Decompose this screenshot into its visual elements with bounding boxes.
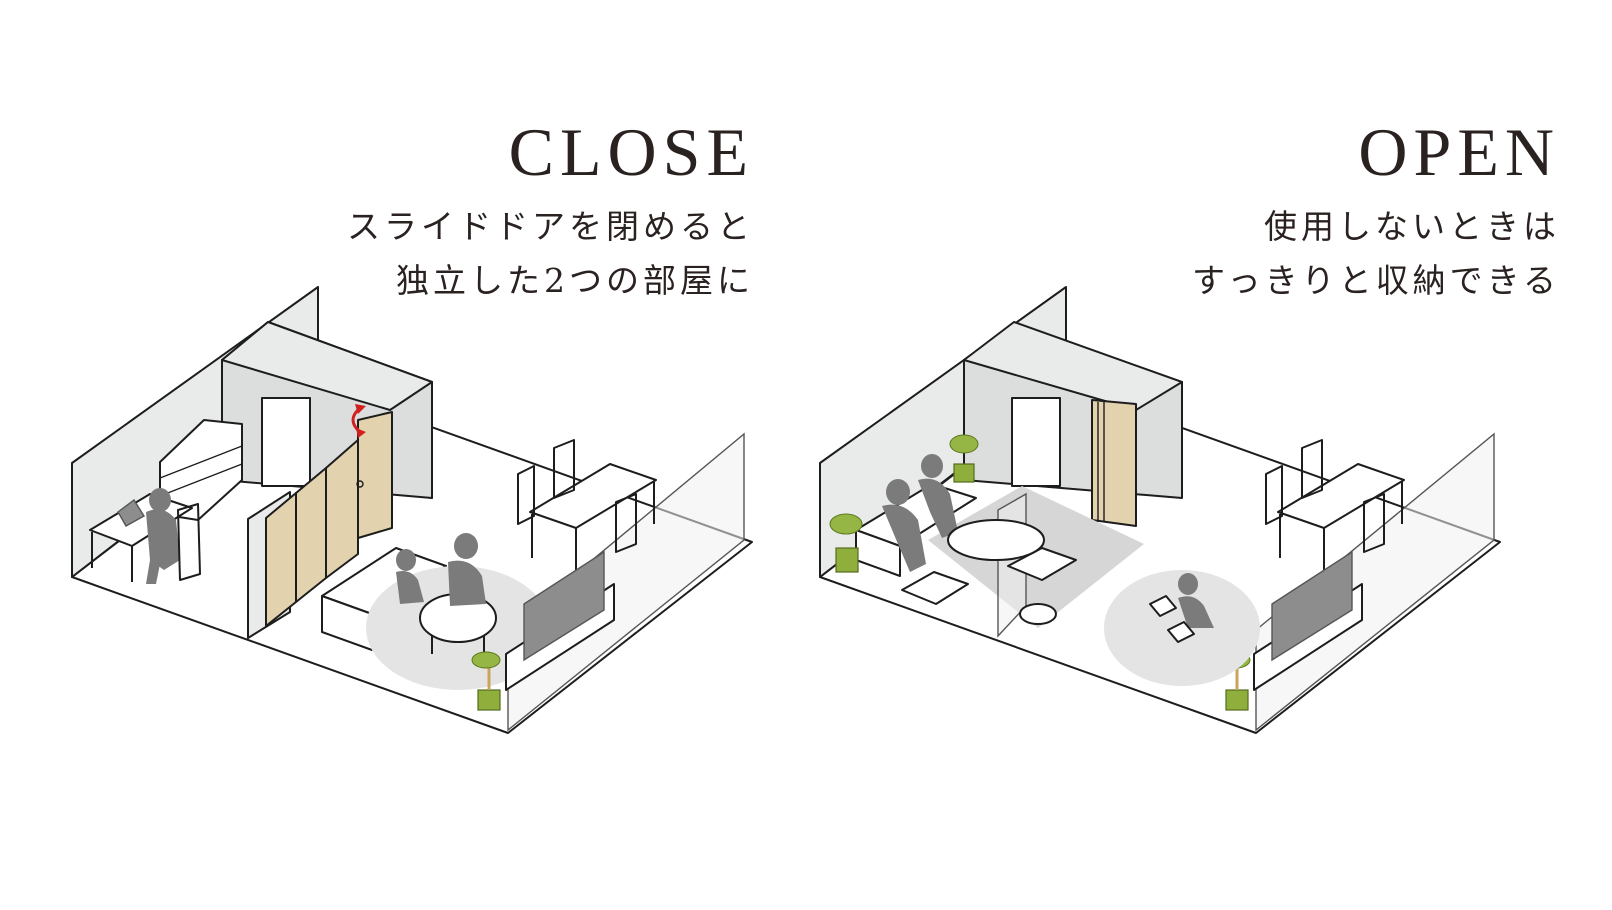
open-person-child	[1178, 573, 1198, 595]
close-inner-door	[261, 397, 311, 487]
close-person-adult	[454, 533, 478, 559]
close-inner-top	[221, 321, 433, 411]
close-room-illustration	[71, 286, 753, 734]
close-panel: CLOSE スライドドアを閉めると 独立した2つの部屋に	[71, 114, 754, 734]
close-caption: スライドドアを閉めると 独立した2つの部屋に	[347, 200, 754, 308]
close-dining-table	[529, 463, 657, 529]
open-coffee-table	[947, 519, 1045, 561]
close-arrowhead-bottom-icon	[356, 428, 366, 438]
open-plant-leaves-1	[829, 513, 863, 535]
close-sliding-door-3	[325, 439, 359, 579]
close-plant-pot	[477, 689, 501, 711]
open-glass-wall	[1255, 432, 1495, 732]
open-book-1	[1149, 595, 1177, 617]
open-caption-line-2: すっきりと収納できる	[1191, 261, 1560, 300]
open-plant-pot-1	[835, 547, 859, 573]
close-laptop	[117, 498, 145, 527]
close-arrowhead-top-icon	[355, 404, 366, 414]
open-person-2	[921, 454, 943, 478]
open-plant-pot-3	[1225, 689, 1249, 711]
close-caption-line-2: 独立した2つの部屋に	[396, 261, 754, 300]
open-chair-1	[1265, 465, 1283, 525]
open-person-1	[886, 479, 910, 505]
open-title: OPEN	[1358, 114, 1560, 190]
close-chair-2	[553, 439, 575, 499]
open-folded-door	[1091, 399, 1137, 527]
open-ottoman-1	[901, 571, 969, 605]
close-chair-3	[615, 493, 637, 553]
close-door-knob	[356, 480, 364, 488]
open-caption-line-1: 使用しないときは	[1264, 207, 1560, 246]
close-sliding-door-4	[357, 411, 393, 539]
close-sliding-door-1	[265, 492, 297, 627]
close-plant-leaves	[471, 651, 501, 669]
open-inner-top	[963, 321, 1183, 411]
open-stool	[1019, 603, 1057, 625]
close-chair-1	[517, 465, 535, 525]
open-book-2	[1167, 621, 1195, 643]
open-caption: 使用しないときは すっきりと収納できる	[1192, 200, 1560, 308]
close-glass-wall	[507, 432, 745, 732]
close-desk-chair	[177, 503, 201, 581]
close-title: CLOSE	[508, 114, 754, 190]
open-plant-pot-2	[953, 463, 975, 483]
open-dining-table	[1277, 463, 1405, 529]
open-panel: OPEN 使用しないときは すっきりと収納できる	[806, 0, 1612, 910]
open-tv	[1271, 550, 1353, 662]
open-chair-2	[1301, 439, 1323, 499]
close-person-child	[396, 549, 416, 571]
open-plant-leaves-2	[949, 434, 979, 454]
open-chair-3	[1363, 493, 1385, 553]
close-sliding-door-2	[295, 467, 327, 603]
close-tv	[523, 550, 605, 662]
open-room-illustration	[819, 286, 1501, 734]
close-person-desk	[149, 488, 171, 512]
close-caption-line-1: スライドドアを閉めると	[347, 207, 754, 246]
open-inner-door	[1011, 397, 1061, 487]
